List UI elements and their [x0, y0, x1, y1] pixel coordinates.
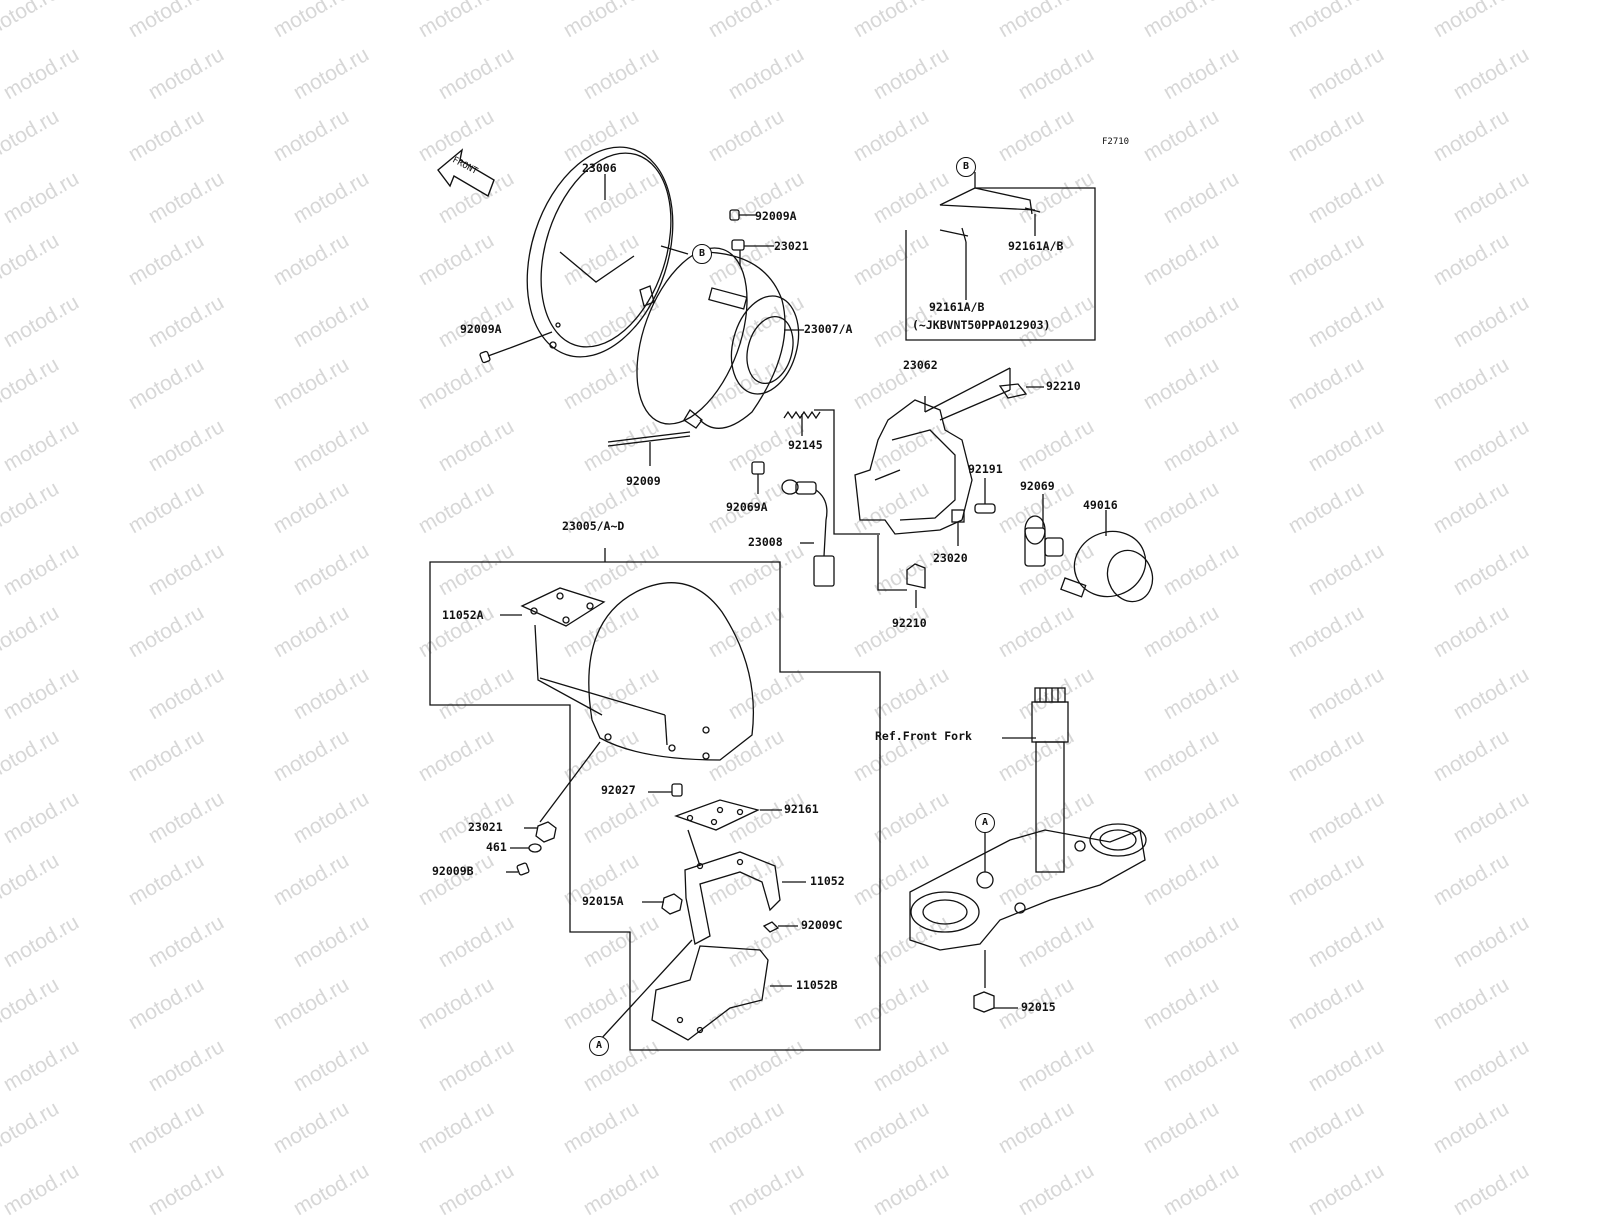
label-23062: 23062 [903, 358, 938, 372]
label-23008: 23008 [748, 535, 783, 549]
label-92015A: 92015A [582, 894, 624, 908]
label-92009A-left: 92009A [460, 322, 502, 336]
label-ref-front-fork: Ref.Front Fork [875, 729, 972, 743]
headlight-housing [636, 247, 800, 429]
bracket-11052B [651, 945, 769, 1041]
label-461: 461 [486, 840, 507, 854]
label-92161AB-top: 92161A/B [1008, 239, 1064, 253]
bolt-92009 [607, 431, 691, 447]
headlight-cover-shell [539, 582, 755, 761]
callout-b-rim: B [692, 244, 712, 264]
callout-b-box: B [956, 157, 976, 177]
spacer-92027 [671, 783, 683, 797]
label-92027: 92027 [601, 783, 636, 797]
washer-92210-top [998, 383, 1028, 399]
socket-23008 [781, 479, 835, 587]
label-23007A: 23007/A [804, 322, 853, 336]
label-92210-bottom: 92210 [892, 616, 927, 630]
callout-a-bracket: A [589, 1036, 609, 1056]
clip-92069A [751, 461, 765, 475]
label-92191: 92191 [968, 462, 1003, 476]
label-23021-bottom: 23021 [468, 820, 503, 834]
label-11052B: 11052B [796, 978, 838, 992]
plate-92161 [674, 799, 760, 831]
label-92009A-top: 92009A [755, 209, 797, 223]
label-11052: 11052 [810, 874, 845, 888]
collar-23021-bottom [535, 821, 557, 843]
label-23020: 23020 [933, 551, 968, 565]
label-92161AB-mid: 92161A/B [929, 300, 985, 314]
nut-92015 [973, 991, 995, 1013]
label-92009C: 92009C [801, 918, 843, 932]
label-23021-top: 23021 [774, 239, 809, 253]
collar-23021-top [731, 239, 745, 251]
steering-stem [909, 687, 1147, 951]
screw-92009B [516, 862, 530, 876]
label-92210-top: 92210 [1046, 379, 1081, 393]
front-arrow-icon [437, 148, 495, 198]
label-92069A: 92069A [726, 500, 768, 514]
cover-49016 [1060, 530, 1154, 603]
headlight-cover-box [429, 548, 881, 1051]
screw-92009A-top [729, 209, 756, 221]
pin-92191 [974, 503, 996, 514]
washer-92210-bottom [906, 563, 926, 589]
label-92145: 92145 [788, 438, 823, 452]
label-11052A: 11052A [442, 608, 484, 622]
headlight-bracket-23062 [854, 399, 973, 535]
bracket-11052 [684, 851, 781, 945]
label-92009: 92009 [626, 474, 661, 488]
label-23005: 23005/A~D [562, 519, 625, 533]
label-92009B: 92009B [432, 864, 474, 878]
nut-92015A [661, 893, 683, 915]
headlight-rim [526, 146, 674, 358]
label-49016: 49016 [1083, 498, 1118, 512]
plate-11052A [520, 587, 606, 627]
bulb-92069 [1024, 515, 1064, 567]
label-92161: 92161 [784, 802, 819, 816]
label-92069: 92069 [1020, 479, 1055, 493]
label-23006: 23006 [582, 161, 617, 175]
figure-code: F2710 [1102, 137, 1130, 147]
screw-92009C [762, 921, 780, 933]
bulb-pin-box [905, 172, 1096, 341]
washer-461 [528, 843, 542, 853]
label-92015: 92015 [1021, 1000, 1056, 1014]
callout-a-stem: A [975, 813, 995, 833]
label-92161AB-note: (~JKBVNT50PPA012903) [912, 318, 1051, 332]
screw-92009A-left [479, 347, 511, 364]
